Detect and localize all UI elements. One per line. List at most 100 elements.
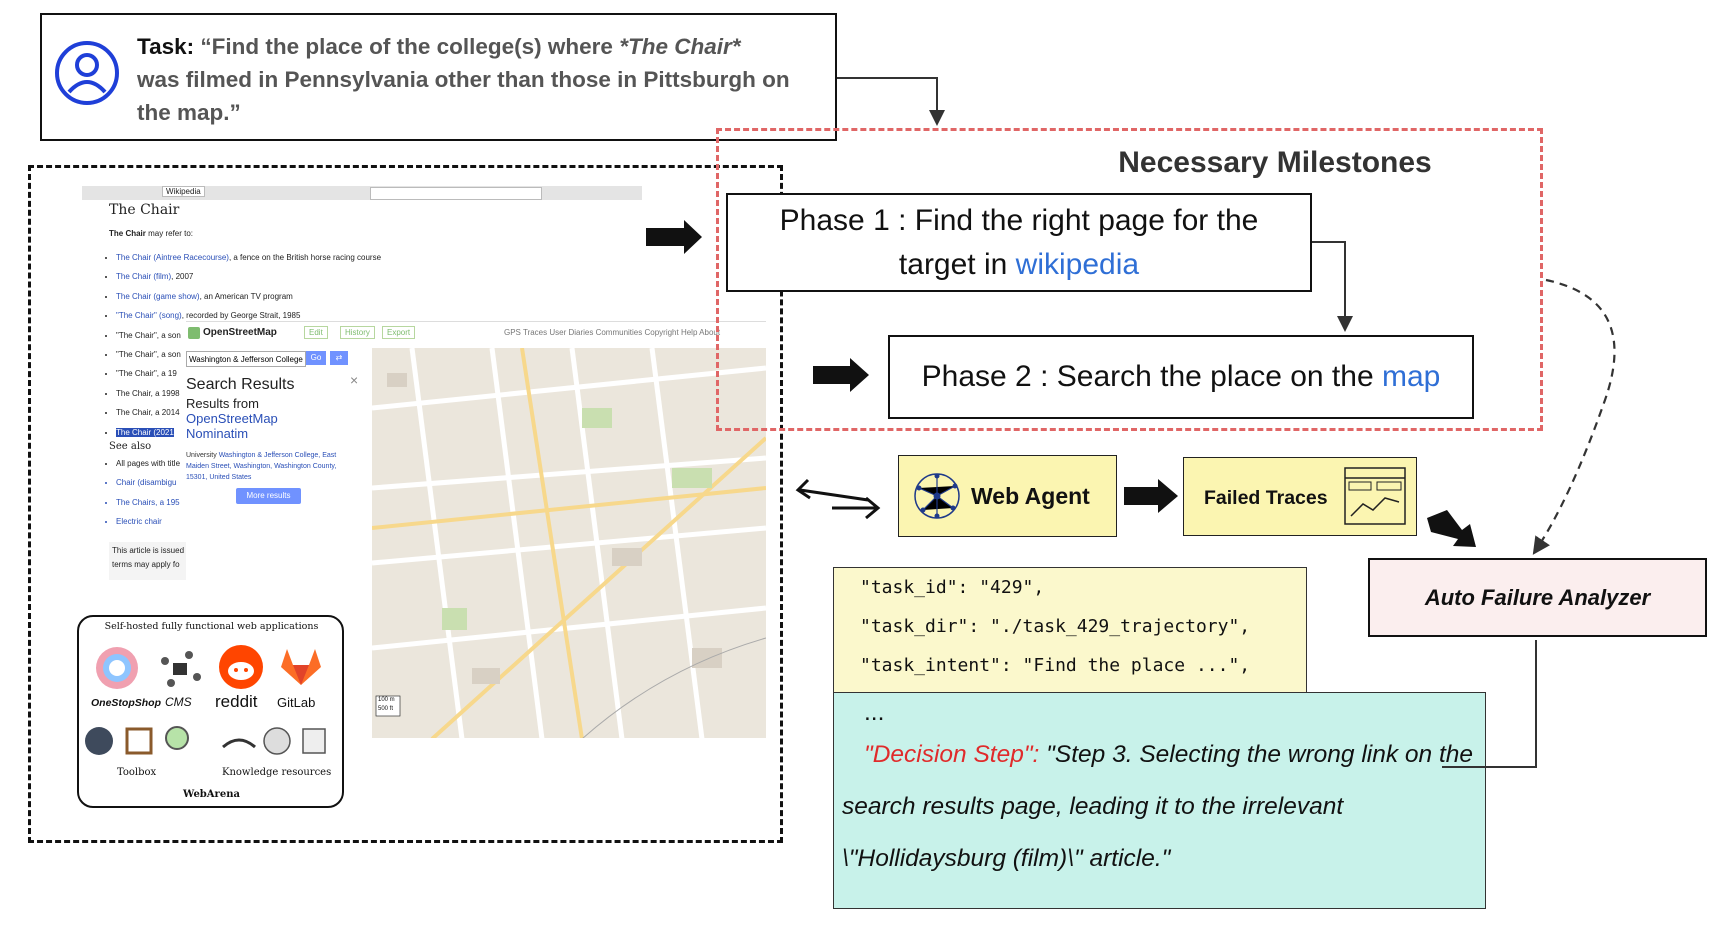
milestones-title: Necessary Milestones <box>1118 146 1432 179</box>
osm-topbar: OpenStreetMap Edit History Export GPS Tr… <box>186 322 766 348</box>
toolbox-label: Toolbox <box>117 767 157 778</box>
reddit-icon <box>219 645 263 689</box>
screenshots-frame <box>28 165 783 843</box>
bidirectional-arrow <box>795 478 881 520</box>
trace-task-dir: "task_dir": "./task_429_trajectory", <box>860 616 1251 637</box>
map-scale-label: 500 ft <box>378 706 394 712</box>
task-to-milestones-arrow <box>837 77 945 126</box>
osm-export-button[interactable]: Export <box>382 326 416 339</box>
task-italic: *The Chair* <box>619 34 741 59</box>
task-text: Task: “Find the place of the college(s) … <box>137 30 817 129</box>
decision-line2: search results page, leading it to the i… <box>842 793 1344 820</box>
osm-nav-links[interactable]: GPS Traces User Diaries Communities Copy… <box>504 328 721 337</box>
list-item: The Chair, a 1998 <box>116 388 436 407</box>
webarena-footer: WebArena <box>183 789 240 800</box>
trace-task-intent: "task_intent": "Find the place ...", <box>860 655 1251 676</box>
list-item: "The Chair", a 19 <box>116 368 436 387</box>
app-label: OneStopShop <box>91 697 161 709</box>
decision-step-box: ... "Decision Step": "Step 3. Selecting … <box>833 692 1486 909</box>
list-item[interactable]: The Chair (game show), an American TV pr… <box>116 291 436 310</box>
task-box <box>40 13 837 141</box>
list-item[interactable]: The Chairs, a 195 <box>116 497 206 516</box>
app-label: reddit <box>215 692 258 711</box>
trace-task-id: "task_id": "429", <box>860 577 1045 598</box>
toolbox-icons <box>85 726 189 755</box>
webarena-heading: Self-hosted fully functional web applica… <box>104 621 319 632</box>
app-label: CMS <box>165 695 192 709</box>
phase1-to-phase2-arrow <box>1312 241 1353 332</box>
list-item[interactable]: Chair (disambigu <box>116 477 206 496</box>
wiki-title: The Chair <box>109 202 180 218</box>
analyzer-label: Auto Failure Analyzer <box>1424 585 1651 610</box>
phase1-box: Phase 1 : Find the right page for the ta… <box>726 193 1312 292</box>
milestones-frame <box>716 128 1543 431</box>
wiki-search-input[interactable] <box>370 187 542 200</box>
analyzer-to-trace-line <box>1442 640 1537 768</box>
web-agent-label: Web Agent <box>971 483 1090 509</box>
knowledge-label: Knowledge resources <box>222 767 332 778</box>
phase2-box: Phase 2 : Search the place on the map <box>888 335 1474 419</box>
decision-line3: \"Hollidaysburg (film)\" article." <box>842 845 1171 872</box>
cms-icon <box>161 651 201 687</box>
osm-search-input[interactable] <box>186 351 306 367</box>
phase1-line2: target in wikipedia <box>898 248 1140 281</box>
wiki-see-also: See also <box>109 441 152 452</box>
osm-go-button[interactable]: Go <box>306 351 326 365</box>
auto-failure-analyzer-box: Auto Failure Analyzer <box>1368 558 1707 637</box>
osm-brand: OpenStreetMap <box>203 327 277 338</box>
list-item[interactable]: Electric chair <box>116 516 206 535</box>
webarena-panel: Self-hosted fully functional web applica… <box>77 615 344 808</box>
trace-ellipsis: ... <box>864 699 885 726</box>
task-label: Task: <box>137 34 195 59</box>
osm-results-title: Search Results <box>186 376 295 393</box>
app-label: GitLab <box>277 695 316 710</box>
knowledge-icons <box>222 727 326 755</box>
network-icon <box>914 473 960 519</box>
wiki-tab[interactable]: Wikipedia <box>162 186 205 197</box>
list-item[interactable]: The Chair (2021 <box>116 427 436 446</box>
chart-window-icon <box>1344 467 1406 525</box>
failed-traces-label: Failed Traces <box>1204 487 1328 509</box>
list-item: "The Chair", a son <box>116 349 436 368</box>
osm-map[interactable]: 100 m 500 ft <box>372 348 766 738</box>
list-item: All pages with title <box>116 458 206 477</box>
phase1-line1: Phase 1 : Find the right page for the <box>779 204 1259 237</box>
failed-traces-box: Failed Traces <box>1183 457 1417 536</box>
decision-key: "Decision Step": <box>864 741 1040 768</box>
wiki-list: The Chair (Aintree Racecourse), a fence … <box>104 252 436 446</box>
list-item: The Chair, a 2014 <box>116 407 436 426</box>
task-line3: the map.” <box>137 100 241 125</box>
dashed-feedback-arrow <box>1532 278 1616 555</box>
block-arrows <box>646 220 1476 547</box>
task-line2: was filmed in Pennsylvania other than th… <box>137 67 790 92</box>
map-canvas <box>372 348 766 738</box>
close-icon[interactable]: × <box>350 372 359 388</box>
osm-edit-button[interactable]: Edit <box>304 326 328 339</box>
osm-source-link[interactable]: OpenStreetMap <box>186 411 278 426</box>
map-link: map <box>1381 360 1441 393</box>
user-icon <box>55 41 119 105</box>
wiki-see-list: All pages with title Chair (disambigu Th… <box>104 458 206 536</box>
list-item[interactable]: The Chair (Aintree Racecourse), a fence … <box>116 252 436 271</box>
list-item: "The Chair", a son <box>116 330 436 349</box>
list-item[interactable]: The Chair (film), 2007 <box>116 271 436 290</box>
osm-source-link[interactable]: Nominatim <box>186 426 249 441</box>
osm-logo-icon <box>188 327 200 339</box>
gitlab-icon <box>281 649 321 685</box>
list-item[interactable]: "The Chair" (song), recorded by George S… <box>116 310 436 329</box>
osm-more-results-button[interactable]: More results <box>236 488 301 504</box>
decision-line1: "Decision Step": "Step 3. Selecting the … <box>864 741 1474 768</box>
trace-json-box: "task_id": "429", "task_dir": "./task_42… <box>833 567 1307 695</box>
osm-results-from: Results from <box>186 396 259 411</box>
wiki-intro: The Chair may refer to: <box>109 229 194 238</box>
map-scale-label: 100 m <box>378 697 395 703</box>
osm-directions-icon[interactable]: ⇄ <box>330 351 348 365</box>
task-line1: “Find the place of the college(s) where <box>200 34 620 59</box>
web-agent-box: Web Agent <box>898 455 1117 537</box>
osm-history-button[interactable]: History <box>340 326 375 339</box>
shop-icon <box>96 647 138 689</box>
wikipedia-link: wikipedia <box>1015 248 1140 281</box>
osm-result[interactable]: University Washington & Jefferson Colleg… <box>186 452 337 481</box>
